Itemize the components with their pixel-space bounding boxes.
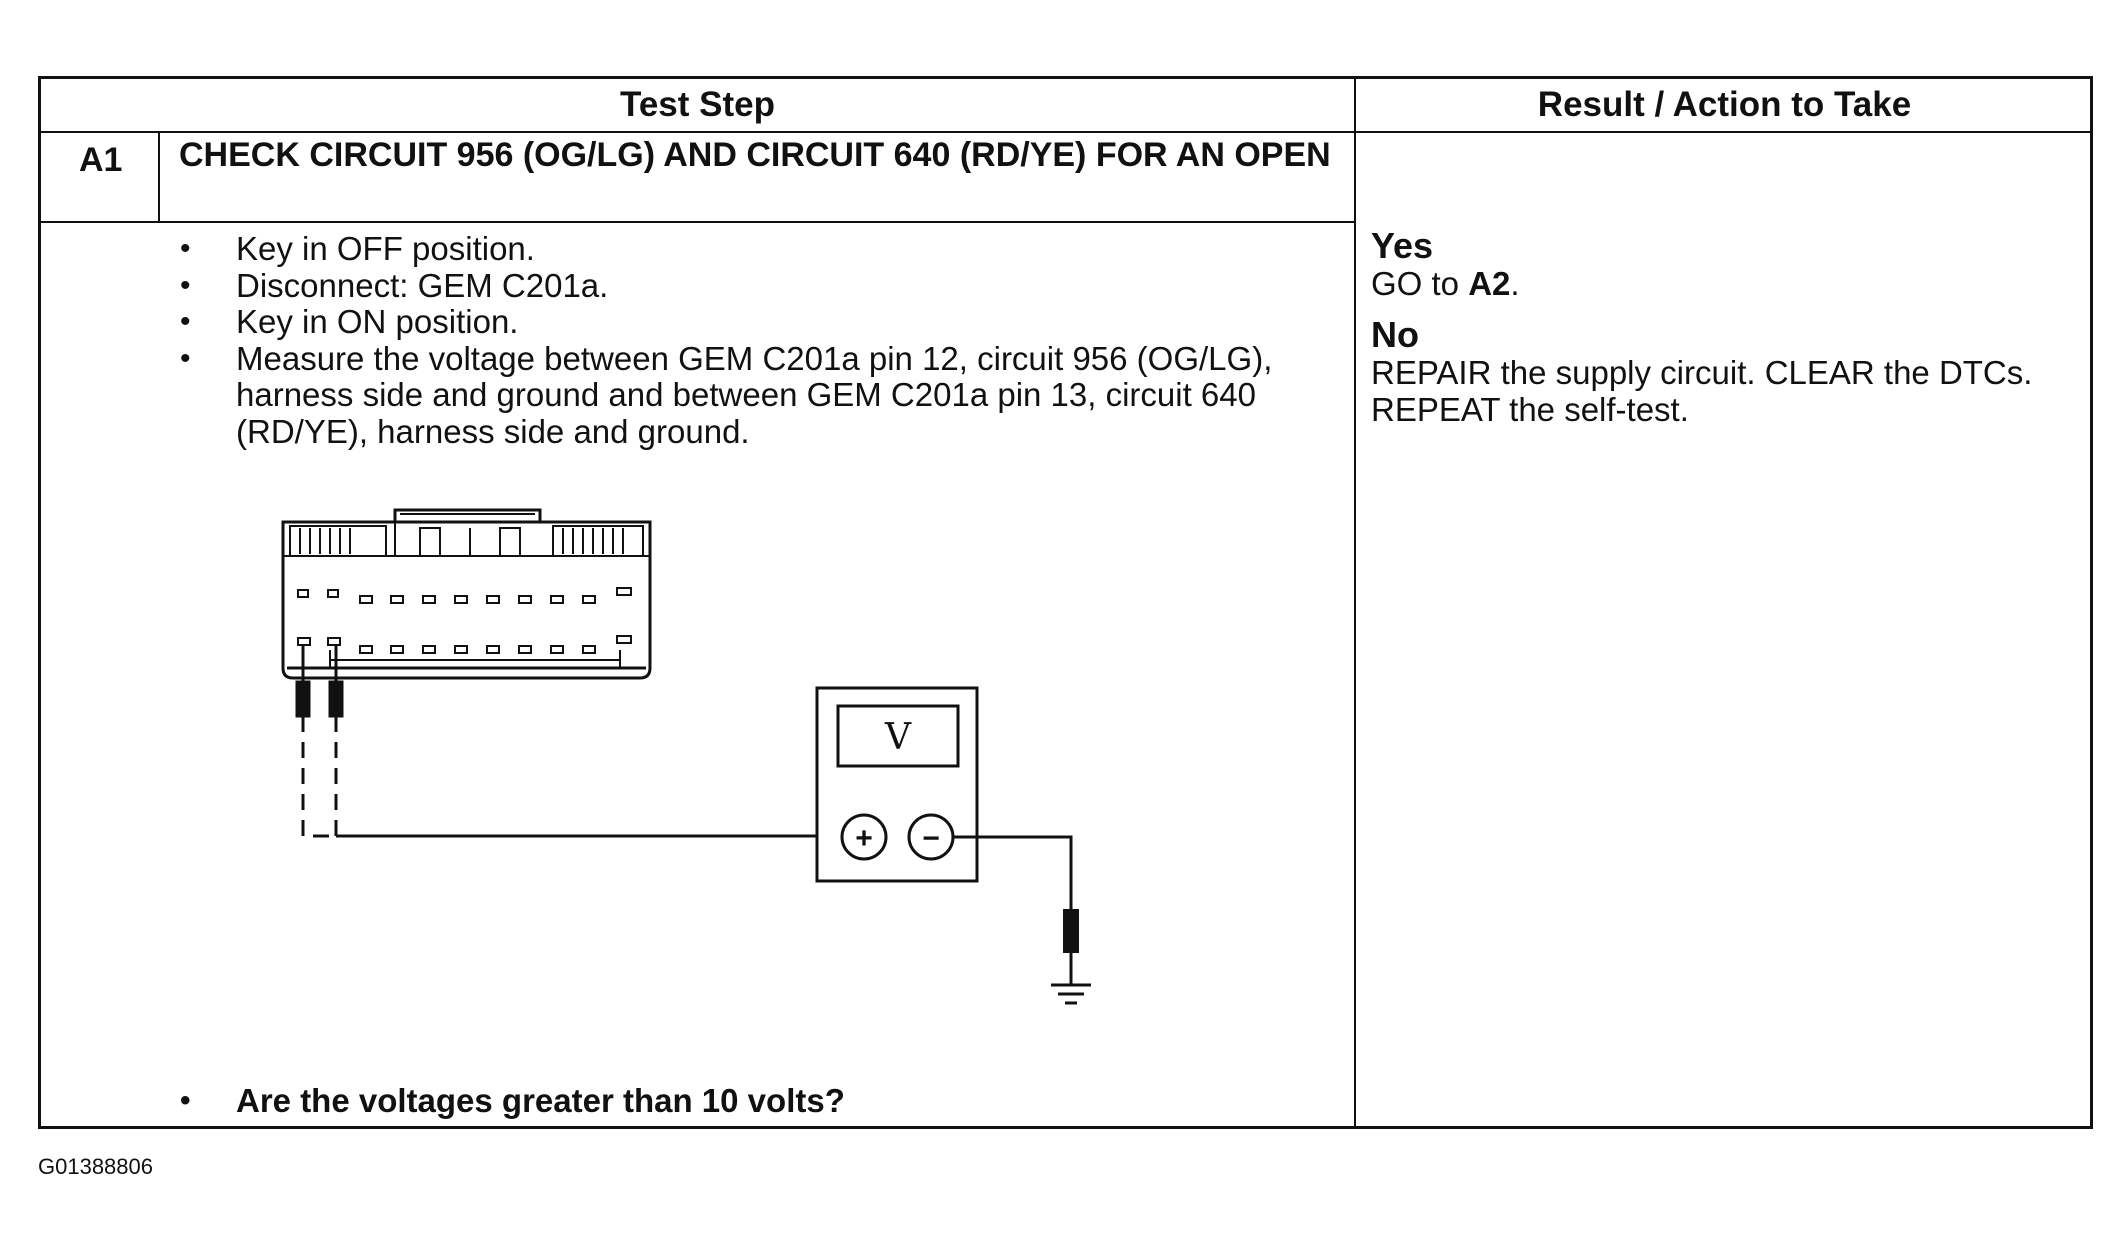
column-divider <box>1354 79 1356 1129</box>
step-id: A1 <box>79 141 123 179</box>
voltmeter: V + − <box>815 686 979 883</box>
positive-terminal-icon <box>840 813 888 861</box>
connector-pins-top-row <box>297 587 632 604</box>
instruction-item: Key in ON position. <box>176 303 1366 341</box>
test-step-table: Test Step Result / Action to Take A1 CHE… <box>38 76 2093 1129</box>
result-yes-prefix: GO to <box>1371 265 1469 302</box>
instruction-item: Disconnect: GEM C201a. <box>176 267 1366 305</box>
instruction-item: Key in OFF position. <box>176 230 1366 268</box>
negative-lead <box>953 835 1073 985</box>
instruction-item: Measure the voltage between GEM C201a pi… <box>176 340 1366 451</box>
header-rule <box>41 131 2093 133</box>
meter-display: V <box>884 717 912 758</box>
result-yes-text: GO to A2. <box>1371 265 2071 302</box>
figure-id: G01388806 <box>38 1154 153 1179</box>
result-no-label: No <box>1371 314 1419 355</box>
header-test-step: Test Step <box>620 85 775 124</box>
header-result-action: Result / Action to Take <box>1537 85 1912 124</box>
ground-probe <box>1063 909 1079 953</box>
step-id-divider <box>158 131 160 221</box>
step-title: CHECK CIRCUIT 956 (OG/LG) AND CIRCUIT 64… <box>179 136 1331 174</box>
result-no: No REPAIR the supply circuit. CLEAR the … <box>1371 314 2071 429</box>
result-no-text: REPAIR the supply circuit. CLEAR the DTC… <box>1371 354 2033 428</box>
test-question: Are the voltages greater than 10 volts? <box>176 1083 1366 1120</box>
gem-c201a-connector <box>281 508 652 680</box>
test-probes <box>295 645 344 838</box>
plus-symbol: + <box>855 822 873 855</box>
connector-pins-bottom-row <box>297 635 632 654</box>
result-yes-suffix: . <box>1510 265 1520 302</box>
instruction-list: Key in OFF position. Disconnect: GEM C20… <box>176 230 1366 451</box>
result-yes-label: Yes <box>1371 225 1434 266</box>
title-rule <box>41 221 1355 223</box>
result-yes-target: A2 <box>1468 265 1511 302</box>
result-yes: Yes GO to A2. <box>1371 225 2071 303</box>
ground-icon <box>1051 983 1091 1005</box>
minus-symbol: − <box>922 822 940 855</box>
